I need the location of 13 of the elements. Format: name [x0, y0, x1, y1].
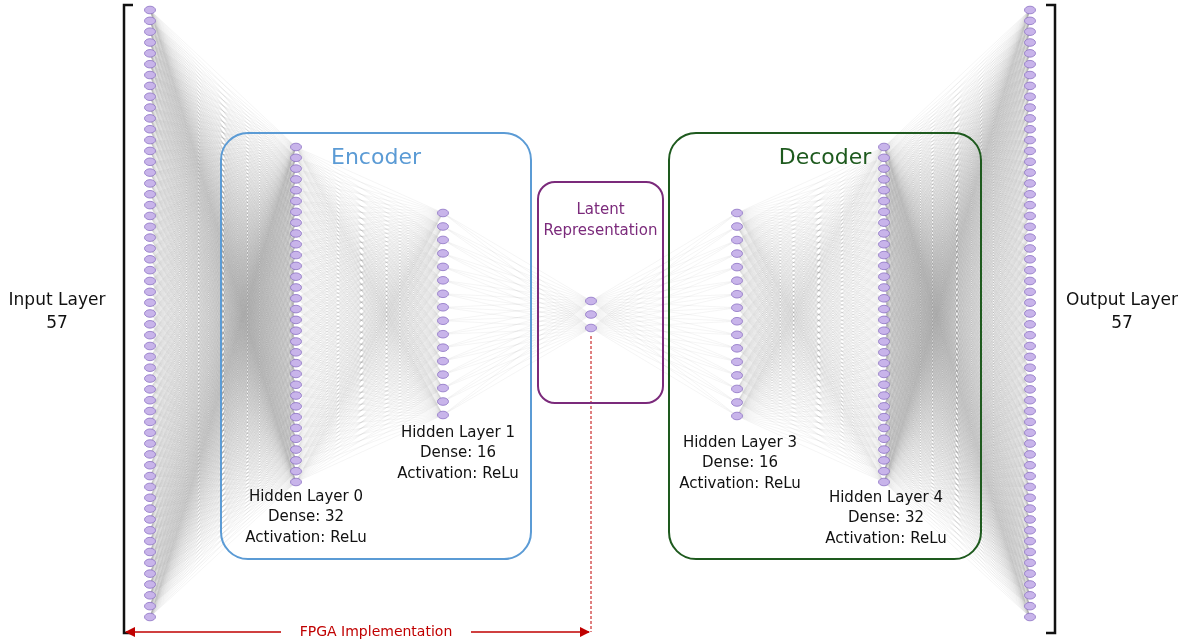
- encoder-box: [220, 132, 532, 560]
- layer-label: Hidden Layer 4 Dense: 32 Activation: ReLu: [824, 487, 948, 548]
- layer-label: Input Layer 57: [7, 288, 107, 334]
- layer-label: Hidden Layer 0 Dense: 32 Activation: ReLu: [244, 486, 368, 547]
- box-title: Latent Representation: [542, 199, 659, 241]
- box-title: Encoder: [330, 143, 422, 171]
- dimension-label: FPGA Implementation: [281, 623, 471, 640]
- layer-label: Hidden Layer 3 Dense: 16 Activation: ReLu: [678, 432, 802, 493]
- box-title: Decoder: [777, 143, 873, 171]
- decoder-box: [668, 132, 982, 560]
- latent-box: [537, 181, 664, 404]
- layer-label: Hidden Layer 1 Dense: 16 Activation: ReLu: [396, 422, 520, 483]
- layer-label: Output Layer 57: [1065, 288, 1179, 334]
